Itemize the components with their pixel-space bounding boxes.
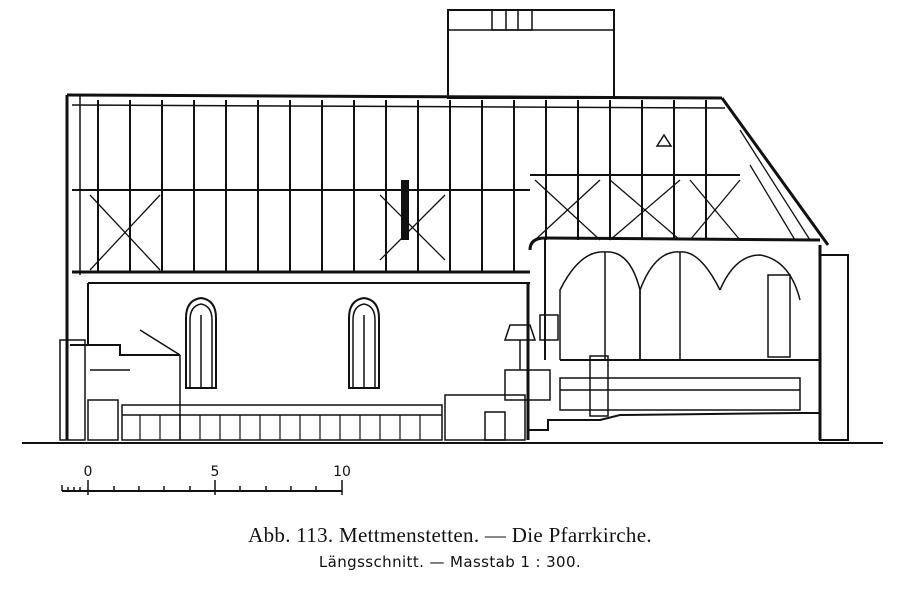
pulpit <box>484 314 559 441</box>
figure-subtitle: Längsschnitt. — Masstab 1 : 300. <box>318 553 582 571</box>
pews <box>121 394 526 441</box>
church-longitudinal-section <box>22 9 883 444</box>
tower <box>447 9 615 99</box>
scale-labels: 0 5 10 <box>84 464 351 480</box>
scale-tick-5: 5 <box>211 464 220 480</box>
nave-window-2 <box>348 296 380 389</box>
roof-truss <box>65 93 830 440</box>
figure-title: Abb. 113. Mettmenstetten. — Die Pfarrkir… <box>248 523 652 547</box>
chancel <box>528 236 849 441</box>
scale-tick-10: 10 <box>333 464 351 480</box>
nave-window-1 <box>185 296 217 389</box>
nave <box>59 282 530 441</box>
scale-tick-0: 0 <box>84 464 93 480</box>
chancel-floor <box>527 412 820 440</box>
scale-bar-lower <box>61 480 343 495</box>
